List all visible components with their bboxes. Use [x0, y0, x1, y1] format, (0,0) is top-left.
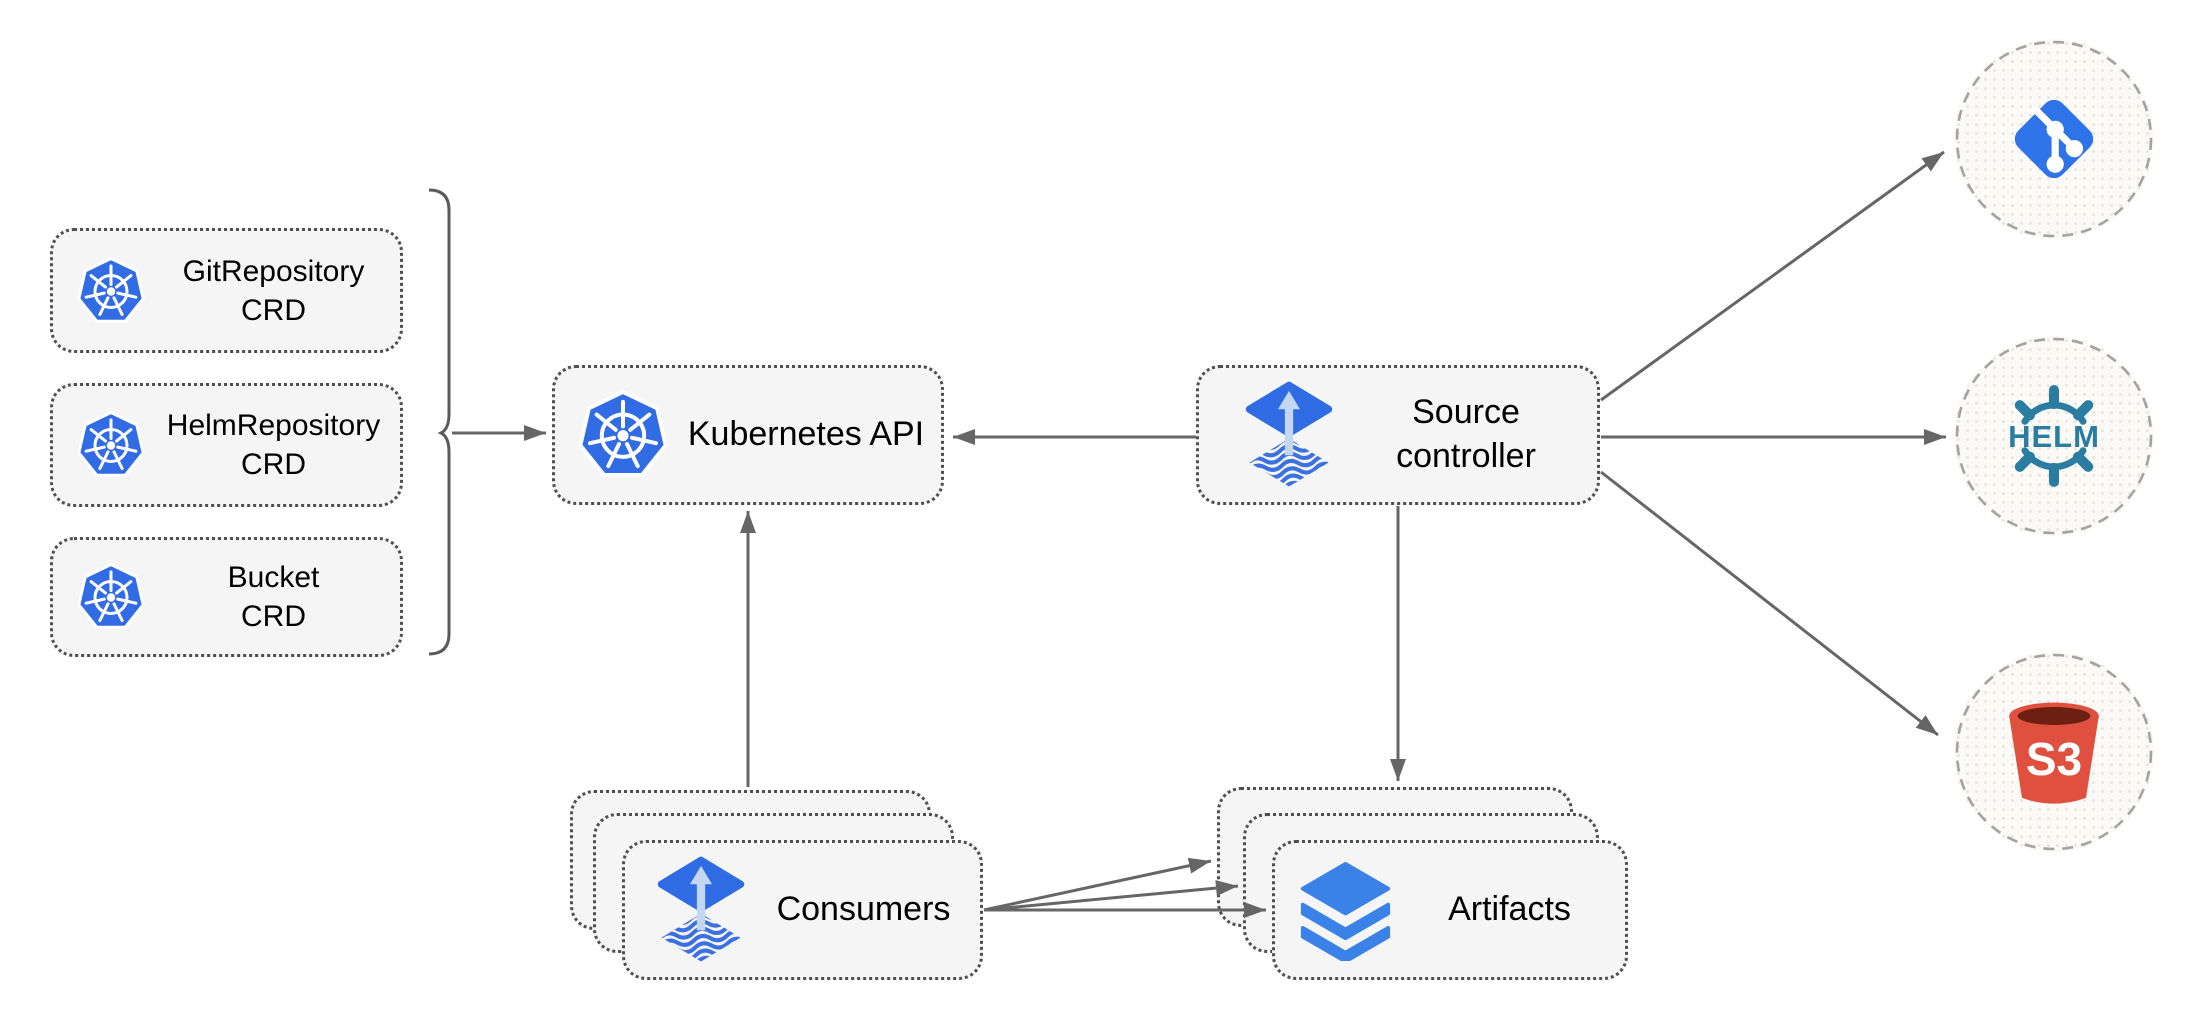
consumers-label: Consumers — [776, 890, 951, 929]
git-source-circle — [1954, 39, 2154, 239]
consumers-node: Consumers — [622, 840, 983, 980]
helm-source-circle: HELM — [1954, 336, 2154, 536]
crd-group-bracket — [428, 188, 451, 656]
arrow-consumers-to-artifacts-back — [983, 857, 1212, 912]
stacked-layers-icon — [1297, 860, 1394, 961]
helm-wordmark: HELM — [2008, 419, 2100, 454]
s3-bucket-icon: S3 — [1955, 653, 2153, 851]
arrow-consumers-to-artifacts-middle — [983, 880, 1239, 912]
s3-source-circle: S3 — [1954, 652, 2154, 852]
git-icon — [1955, 40, 2153, 238]
flux-icon — [655, 853, 747, 967]
source-controller-label: Source controller — [1335, 391, 1597, 478]
crd-label-line2: CRD — [241, 293, 306, 327]
source-controller-line2: controller — [1396, 437, 1536, 475]
source-controller-line1: Source — [1412, 393, 1520, 432]
kubernetes-icon — [75, 408, 147, 482]
arrow-source-controller-to-git — [1600, 150, 1945, 402]
helm-icon: HELM — [1955, 337, 2153, 535]
kubernetes-icon — [575, 386, 671, 484]
crd-label-line1: HelmRepository — [166, 409, 381, 442]
arrow-source-controller-to-s3 — [1600, 470, 1939, 737]
artifacts-node: Artifacts — [1272, 840, 1628, 980]
artifacts-label: Artifacts — [1448, 890, 1571, 929]
s3-wordmark: S3 — [2026, 733, 2082, 785]
crd-label-line2: CRD — [241, 600, 306, 633]
crd-label-line2: CRD — [241, 448, 306, 481]
source-controller-node: Source controller — [1196, 365, 1600, 505]
kubernetes-icon — [75, 254, 147, 328]
crd-label-line1: Bucket — [227, 561, 320, 594]
crd-label-line1: GitRepository — [182, 254, 365, 288]
kubernetes-api-node: Kubernetes API — [552, 365, 944, 505]
kubernetes-api-label: Kubernetes API — [687, 415, 925, 454]
flux-icon — [1243, 378, 1335, 492]
kubernetes-icon — [75, 560, 147, 634]
